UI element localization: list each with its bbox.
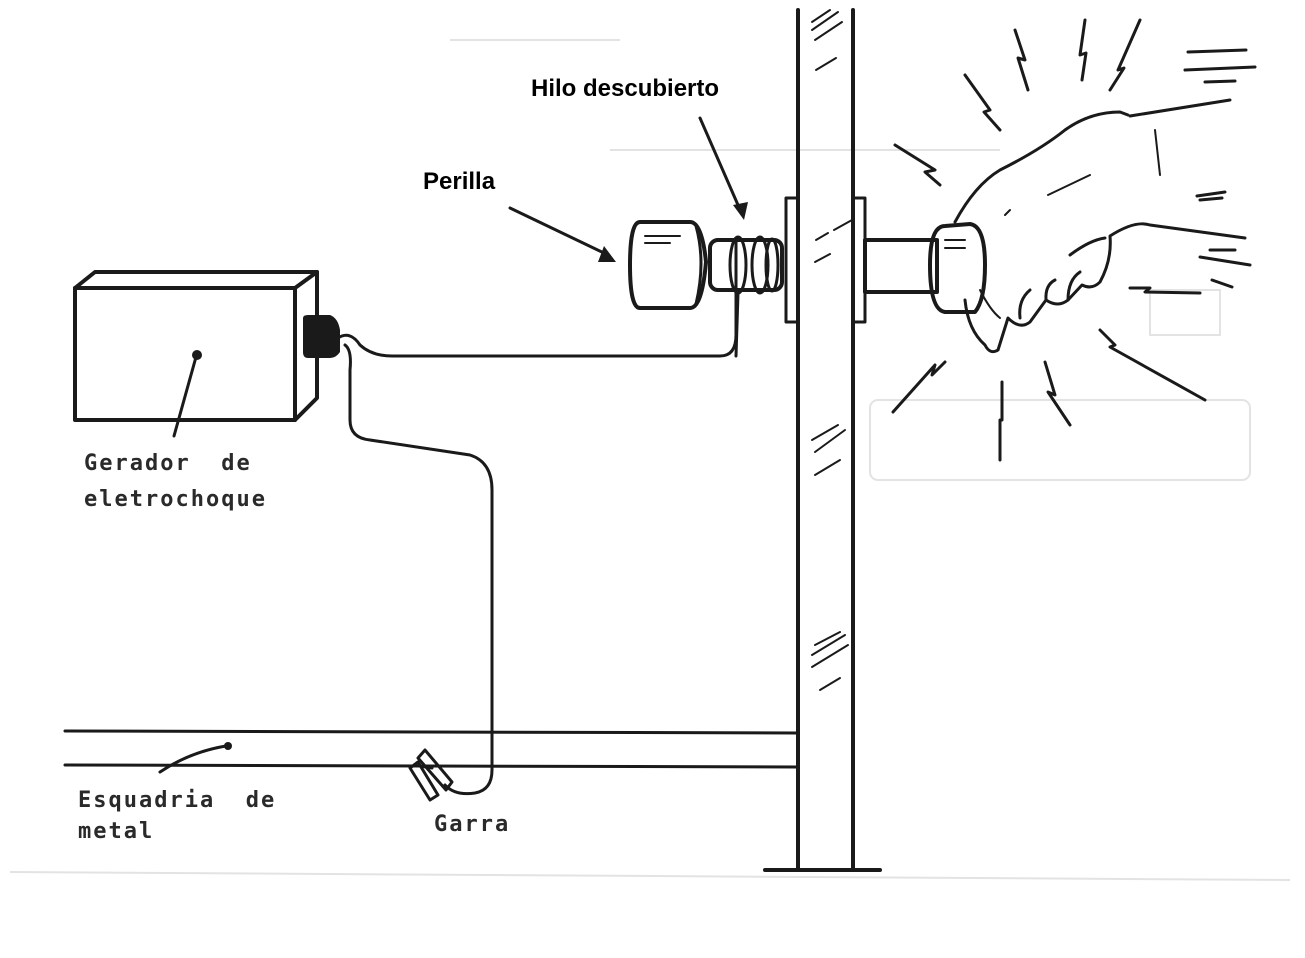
shock-marks	[891, 18, 1257, 462]
clamp	[408, 748, 454, 802]
generator-box	[73, 270, 340, 438]
shock-mark	[1128, 286, 1202, 295]
label-arrows	[508, 116, 748, 262]
knob-right	[863, 222, 987, 314]
shock-mark	[1098, 328, 1207, 402]
exposed-wire-coil	[728, 235, 780, 358]
labels: Hilo descubierto Perilla Gerador de elet…	[78, 75, 719, 844]
hand	[953, 98, 1247, 354]
shock-mark	[1013, 28, 1030, 92]
label-knob: Perilla	[423, 168, 496, 195]
wires	[336, 238, 738, 796]
shock-mark	[998, 380, 1004, 462]
label-exposed-wire: Hilo descubierto	[531, 75, 719, 102]
scan-ghost-marks	[9, 39, 1291, 881]
label-clamp: Garra	[434, 812, 510, 837]
metal-frame	[63, 729, 800, 774]
label-frame-line2: metal	[78, 819, 154, 844]
shock-mark	[1078, 18, 1088, 82]
label-frame-line1: Esquadria de	[78, 788, 276, 813]
door	[763, 8, 882, 872]
shock-mark	[1108, 18, 1142, 92]
shock-mark	[891, 360, 947, 414]
plug	[303, 315, 340, 358]
shock-mark	[893, 143, 942, 187]
label-generator-line1: Gerador de	[84, 451, 252, 476]
shock-mark	[1043, 360, 1072, 427]
glass-hatch	[811, 9, 853, 691]
shock-mark	[963, 73, 1002, 132]
knob-left	[628, 220, 784, 310]
label-generator-line2: eletrochoque	[84, 487, 267, 512]
